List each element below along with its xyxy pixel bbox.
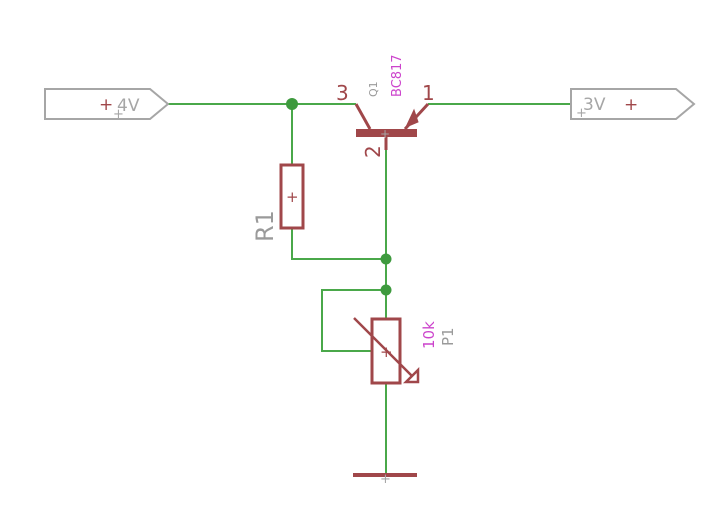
resistor-origin-cross: + [286, 188, 299, 206]
transistor-pin-emitter: 1 [422, 81, 435, 105]
transistor-base-bar [356, 129, 417, 137]
wires [168, 103, 571, 474]
transistor-origin-cross: + [380, 127, 390, 141]
transistor-emitter-arrow [404, 108, 419, 128]
input-port[interactable]: + 4V + [44, 88, 170, 122]
input-port-label: 4V [117, 96, 140, 116]
potentiometer-name: P1 [439, 327, 457, 346]
transistor-pin-collector: 3 [336, 81, 349, 105]
junction-dot-base [380, 253, 392, 265]
resistor-body [279, 163, 305, 230]
input-port-cross: + [99, 95, 113, 115]
potentiometer-value: 10k [420, 321, 438, 349]
output-port-cross: + [624, 95, 638, 115]
input-port-shape [44, 88, 170, 120]
potentiometer-p1[interactable]: + 10k P1 [353, 317, 457, 385]
potentiometer-wiper-arrow [402, 366, 420, 384]
resistor-name: R1 [251, 210, 279, 242]
potentiometer-wiper-line [353, 317, 419, 383]
transistor-q1[interactable]: + 3 1 2 Q1 BC817 [336, 54, 435, 158]
wire-pot-wiper-loop [321, 289, 386, 352]
output-port-shape [570, 88, 696, 120]
transistor-collector-lead [354, 103, 372, 130]
wire-r1-bottom-to-base-node [291, 228, 386, 260]
transistor-value: BC817 [390, 54, 405, 97]
junction-dot-input [286, 98, 298, 110]
ground-symbol[interactable]: + [353, 472, 417, 487]
ground-origin-cross: + [380, 472, 391, 487]
transistor-name: Q1 [367, 81, 380, 97]
junctions [286, 98, 392, 296]
output-port[interactable]: 3V + + [570, 88, 696, 121]
output-port-label: 3V [583, 95, 606, 115]
input-port-origin-cross: + [113, 107, 124, 122]
output-port-origin-cross: + [576, 106, 587, 121]
transistor-pin-base: 2 [361, 145, 385, 158]
resistor-r1[interactable]: + R1 [251, 163, 305, 242]
junction-dot-pot [380, 284, 392, 296]
